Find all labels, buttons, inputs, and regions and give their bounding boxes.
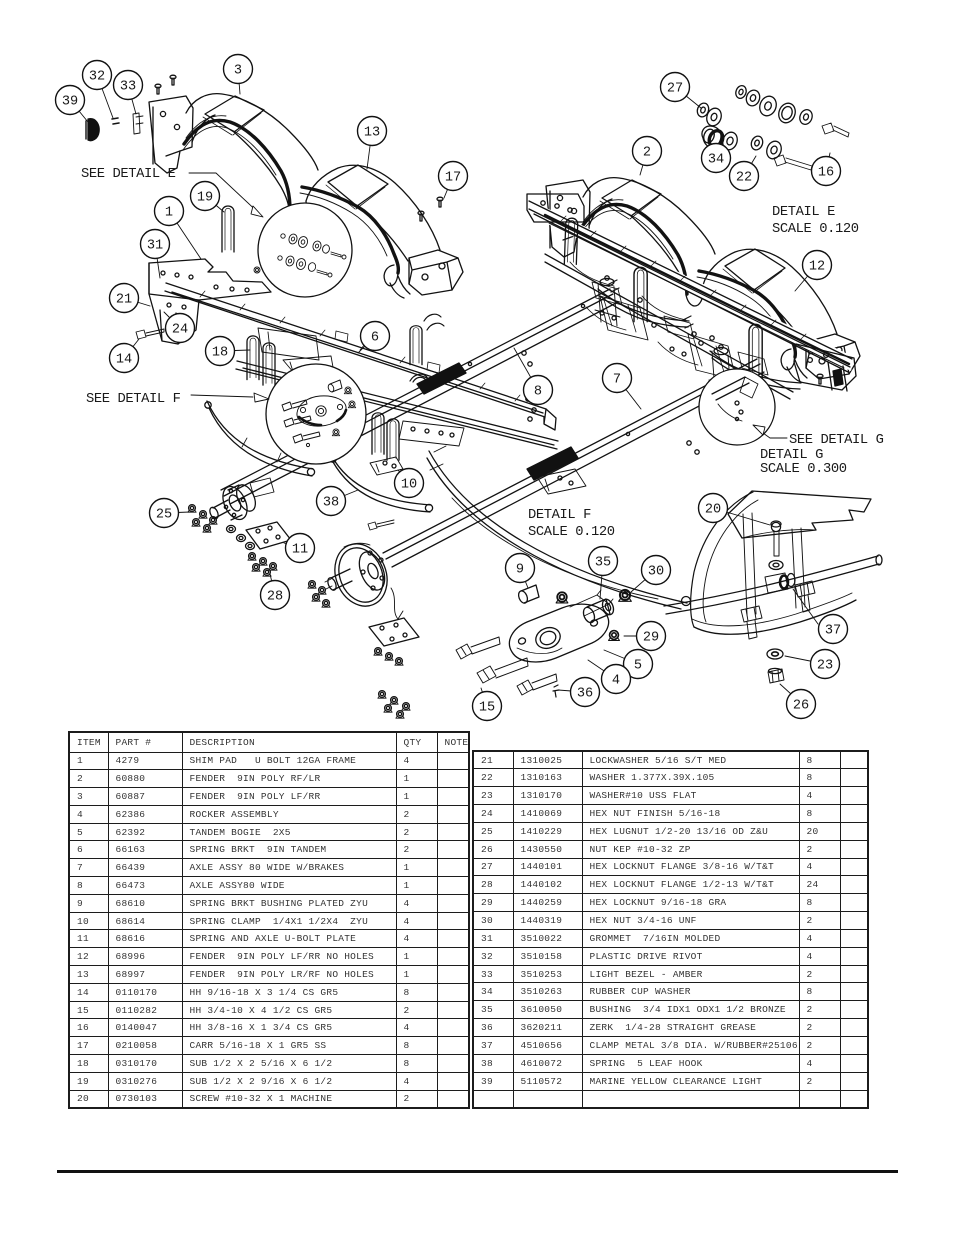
svg-text:5: 5	[634, 659, 642, 674]
svg-text:34: 34	[708, 153, 724, 168]
svg-text:10: 10	[401, 478, 417, 493]
svg-text:19: 19	[197, 191, 213, 206]
svg-text:18: 18	[212, 346, 228, 361]
svg-text:DETAIL G: DETAIL G	[760, 448, 823, 463]
svg-text:25: 25	[156, 508, 172, 523]
svg-text:38: 38	[323, 496, 339, 511]
svg-text:SCALE 0.300: SCALE 0.300	[760, 462, 847, 477]
svg-text:6: 6	[371, 331, 379, 346]
svg-text:21: 21	[116, 293, 132, 308]
svg-text:3: 3	[234, 64, 242, 79]
svg-text:31: 31	[147, 239, 163, 254]
svg-text:12: 12	[809, 260, 825, 275]
svg-text:13: 13	[364, 126, 380, 141]
svg-text:27: 27	[667, 82, 683, 97]
svg-text:36: 36	[577, 687, 593, 702]
svg-text:30: 30	[648, 565, 664, 580]
svg-text:SCALE 0.120: SCALE 0.120	[528, 525, 615, 540]
svg-text:8: 8	[534, 385, 542, 400]
svg-text:16: 16	[818, 166, 834, 181]
svg-text:24: 24	[172, 323, 188, 338]
svg-text:SEE DETAIL G: SEE DETAIL G	[789, 433, 884, 448]
svg-text:35: 35	[595, 556, 611, 571]
svg-text:SCALE 0.120: SCALE 0.120	[772, 222, 859, 237]
svg-text:SEE DETAIL E: SEE DETAIL E	[81, 167, 176, 182]
svg-text:7: 7	[613, 373, 621, 388]
svg-text:28: 28	[267, 590, 283, 605]
svg-text:32: 32	[89, 70, 105, 85]
svg-text:9: 9	[516, 563, 524, 578]
svg-text:20: 20	[705, 503, 721, 518]
svg-text:2: 2	[643, 146, 651, 161]
svg-text:4: 4	[612, 674, 620, 689]
svg-text:22: 22	[736, 171, 752, 186]
svg-text:26: 26	[793, 699, 809, 714]
svg-text:39: 39	[62, 95, 78, 110]
svg-text:DETAIL E: DETAIL E	[772, 205, 835, 220]
svg-text:33: 33	[120, 80, 136, 95]
svg-text:DETAIL F: DETAIL F	[528, 508, 591, 523]
svg-text:37: 37	[825, 624, 841, 639]
svg-text:11: 11	[292, 543, 308, 558]
svg-text:14: 14	[116, 353, 132, 368]
svg-text:23: 23	[817, 659, 833, 674]
svg-text:15: 15	[479, 701, 495, 716]
svg-text:SEE DETAIL F: SEE DETAIL F	[86, 392, 181, 407]
svg-text:17: 17	[445, 171, 461, 186]
svg-text:1: 1	[165, 206, 173, 221]
svg-text:29: 29	[643, 631, 659, 646]
